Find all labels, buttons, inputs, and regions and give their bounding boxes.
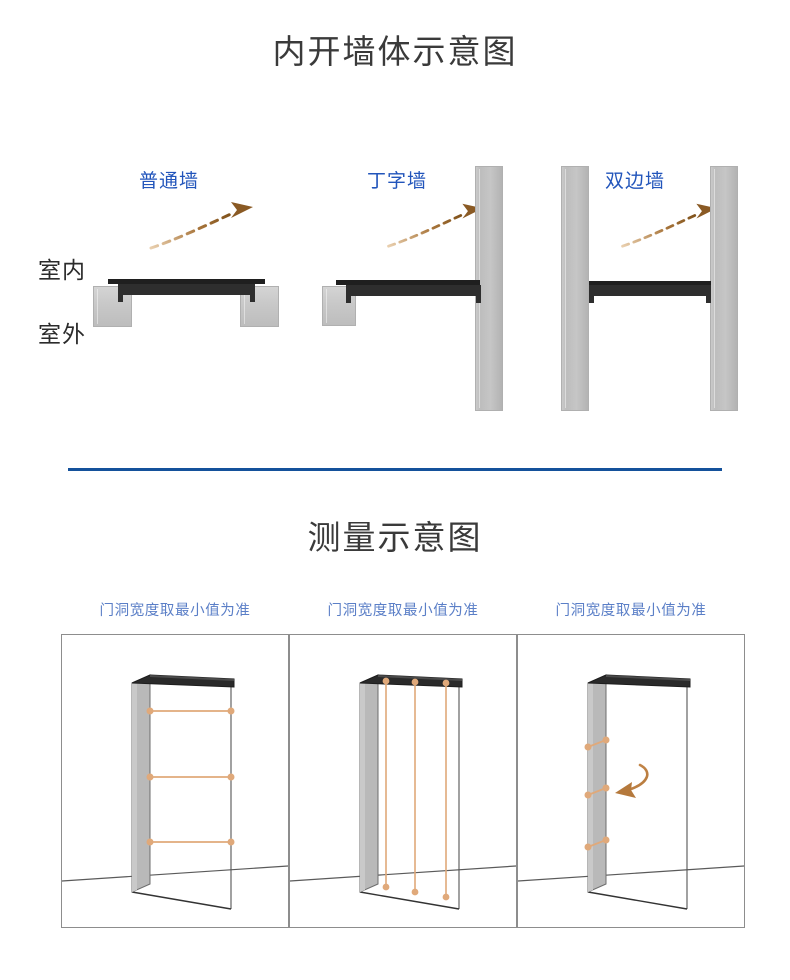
wall-diagram: 室内 室外 普通墙 丁字墙	[0, 120, 790, 440]
doorway-height-illustration	[290, 674, 516, 910]
wall-column-double-left	[561, 166, 589, 411]
door-panel-t	[346, 285, 481, 296]
door-panel-normal	[118, 284, 255, 295]
door-hinge-right-t	[476, 285, 481, 303]
door-frame-top-double	[589, 281, 711, 285]
outdoor-label: 室外	[38, 321, 86, 347]
door-panel-double	[589, 285, 711, 296]
door-frame-top-t	[336, 280, 480, 285]
door-hinge-right-double	[706, 285, 711, 303]
normal-wall-label: 普通墙	[139, 171, 200, 192]
wall-column-double-right	[710, 166, 738, 411]
doorway-thickness-illustration	[518, 674, 744, 910]
door-frame-top-normal	[108, 279, 265, 284]
t-wall-label: 丁字墙	[367, 171, 428, 192]
measure-panel-thickness: 门洞宽度取最小值为准	[517, 600, 745, 928]
door-hinge-left-t	[346, 285, 351, 303]
indoor-label: 室内	[38, 257, 86, 283]
measure-caption-2: 门洞宽度取最小值为准	[327, 603, 479, 619]
measure-panels: 门洞宽度取最小值为准	[0, 600, 790, 960]
doorway-width-illustration	[62, 674, 288, 910]
door-hinge-left-normal	[118, 284, 123, 302]
double-wall-label: 双边墙	[605, 171, 666, 192]
page-title-measure-diagram: 测量示意图	[307, 519, 483, 556]
page-title-wall-diagram: 内开墙体示意图	[272, 33, 518, 70]
section-divider	[68, 468, 722, 471]
measure-figure-3	[517, 634, 745, 928]
measure-panel-width: 门洞宽度取最小值为准	[61, 600, 289, 928]
measure-figure-1	[61, 634, 289, 928]
measure-caption-3: 门洞宽度取最小值为准	[555, 603, 707, 619]
swing-arrow-icon-normal	[149, 202, 253, 250]
pointer-arrow-icon	[615, 763, 649, 798]
door-hinge-right-normal	[250, 284, 255, 302]
wall-block-t-left	[322, 286, 356, 326]
measure-caption-1: 门洞宽度取最小值为准	[99, 603, 251, 619]
measure-figure-2	[289, 634, 517, 928]
measure-panel-height: 门洞宽度取最小值为准	[289, 600, 517, 928]
door-hinge-left-double	[589, 285, 594, 303]
